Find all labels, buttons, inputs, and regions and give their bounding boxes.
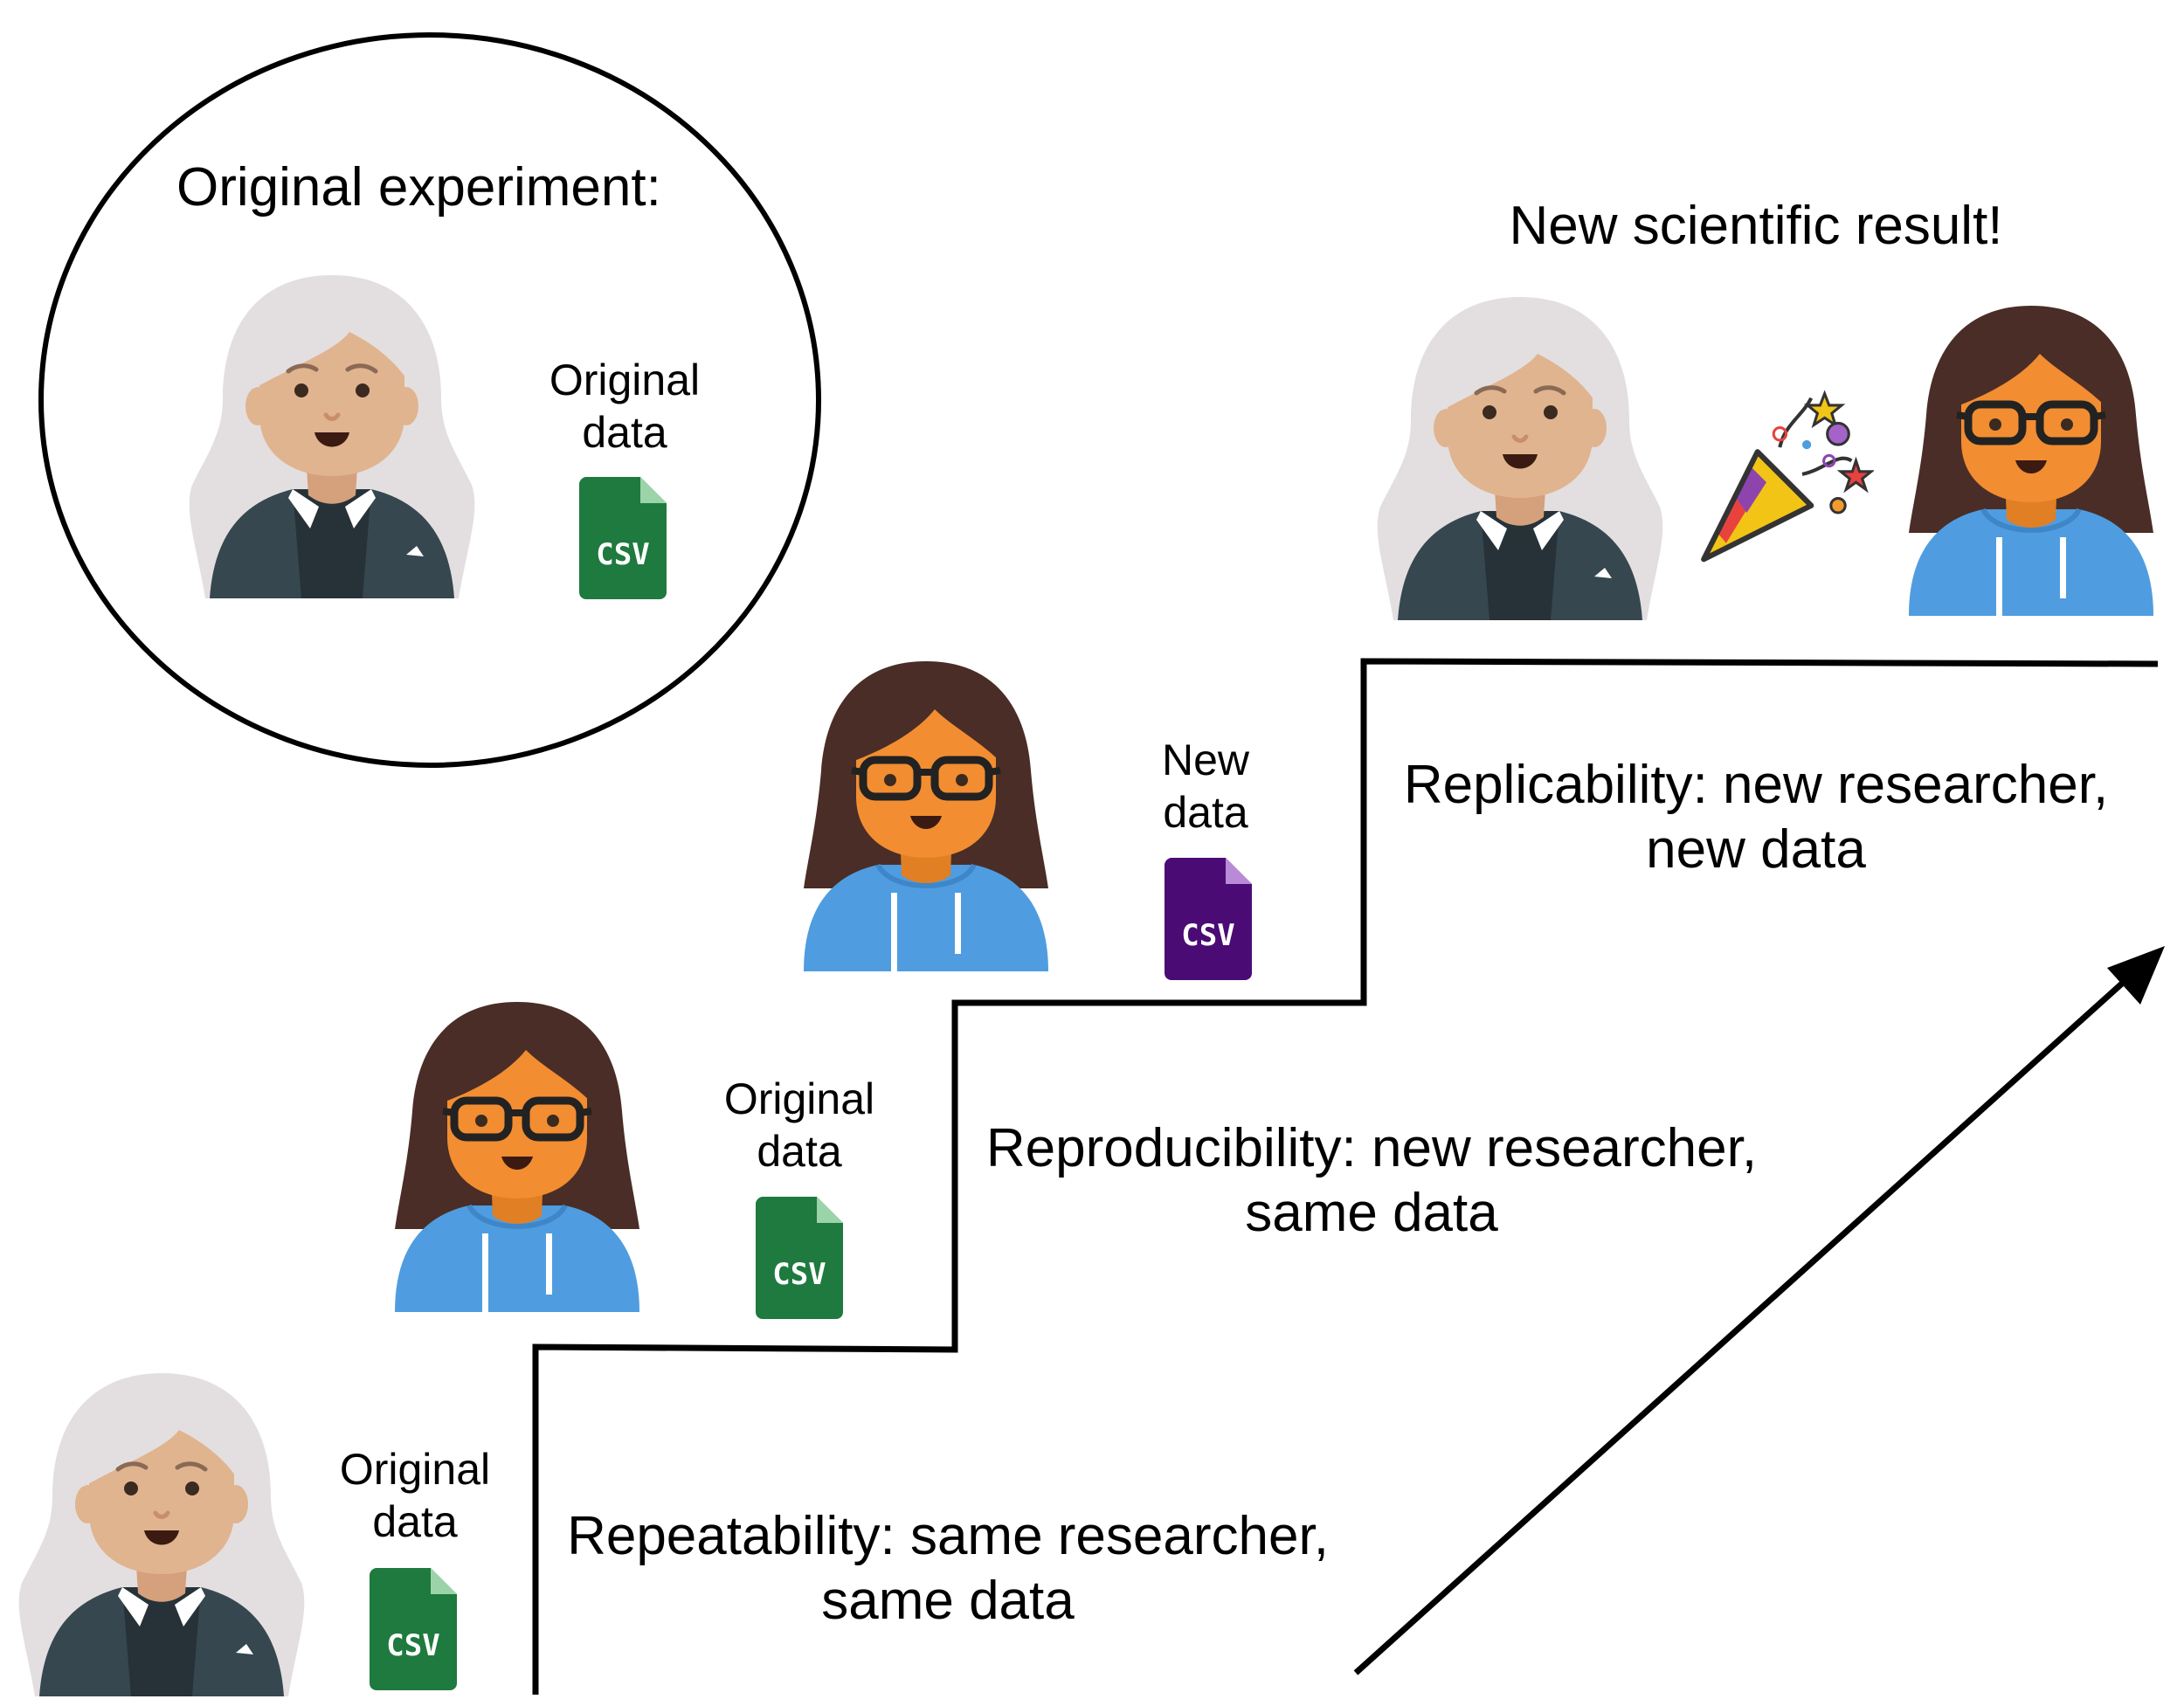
step3-data-label: New data	[1105, 734, 1306, 839]
arrow-shaft	[1353, 980, 2125, 1675]
csv-file-icon: CSV	[755, 1197, 844, 1319]
party-popper-icon	[1695, 383, 1874, 575]
staircase	[532, 658, 2159, 1695]
new-researcher-avatar	[1909, 301, 2153, 616]
data-label-line1: New	[1161, 736, 1250, 784]
senior-researcher-avatar	[188, 266, 476, 598]
step-label-line2: same data	[1245, 1183, 1498, 1244]
step-label-line2: same data	[821, 1571, 1075, 1632]
data-label-line1: Original	[549, 356, 701, 404]
repeatability-label: Repeatability: same researcher, same dat…	[550, 1504, 1345, 1634]
arrow-icon	[2107, 946, 2165, 1005]
csv-badge-text: CSV	[772, 1257, 826, 1292]
data-label-line2: data	[372, 1497, 458, 1546]
data-label-line1: Original	[723, 1074, 875, 1123]
step-label-line2: new data	[1646, 819, 1866, 881]
csv-file-icon: CSV	[1164, 858, 1253, 980]
new-researcher-avatar	[395, 998, 639, 1312]
step-label-line1: Repeatability: same researcher,	[567, 1506, 1329, 1566]
senior-researcher-avatar	[1376, 288, 1664, 620]
csv-badge-text: CSV	[596, 537, 649, 572]
step-label-line1: Reproducibility: new researcher,	[985, 1118, 1758, 1178]
csv-file-icon: CSV	[578, 477, 667, 599]
replicability-label: Replicability: new researcher, new data	[1376, 753, 2136, 883]
step1-data-label: Original data	[314, 1443, 515, 1548]
csv-file-icon: CSV	[369, 1568, 458, 1690]
original-experiment-data-label: Original data	[524, 354, 725, 459]
step2-data-label: Original data	[699, 1073, 900, 1178]
step-label-line1: Replicability: new researcher,	[1403, 755, 2109, 815]
csv-badge-text: CSV	[386, 1628, 439, 1663]
data-label-line2: data	[1163, 788, 1248, 837]
senior-researcher-avatar	[17, 1364, 306, 1696]
original-experiment-title: Original experiment:	[176, 157, 661, 218]
new-researcher-avatar	[804, 657, 1048, 971]
reproducibility-label: Reproducibility: new researcher, same da…	[970, 1116, 1773, 1247]
data-label-line2: data	[757, 1127, 842, 1176]
data-label-line1: Original	[339, 1445, 491, 1494]
result-title: New scientific result!	[1509, 196, 2003, 256]
data-label-line2: data	[582, 408, 667, 457]
original-experiment-circle	[38, 32, 821, 768]
csv-badge-text: CSV	[1181, 918, 1234, 953]
